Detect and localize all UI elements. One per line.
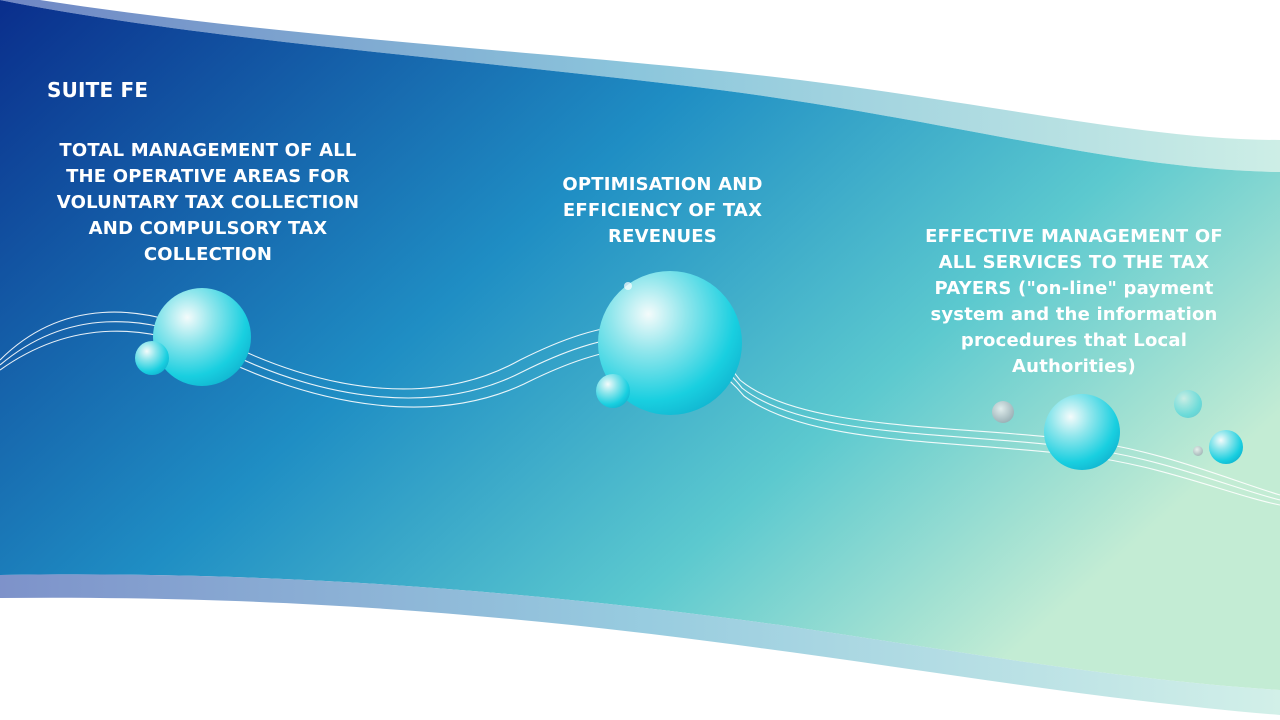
sphere-large-2: [598, 271, 742, 415]
text-block-services: EFFECTIVE MANAGEMENT OF ALL SERVICES TO …: [888, 224, 1260, 380]
text-line: EFFICIENCY OF TAX: [562, 200, 763, 221]
sphere-grey-1: [992, 401, 1014, 423]
top-edge-highlight: [0, 0, 1280, 172]
text-block-optimisation: OPTIMISATION AND EFFICIENCY OF TAX REVEN…: [530, 172, 795, 250]
text-line: COLLECTION: [143, 244, 273, 265]
text-line: TOTAL MANAGEMENT OF ALL: [59, 140, 357, 161]
bottom-edge-highlight: [0, 574, 1280, 715]
brand-title: SUITE FE: [47, 78, 149, 102]
text-line: REVENUES: [608, 226, 717, 247]
text-line: OPTIMISATION AND: [562, 174, 763, 195]
sphere-glint: [624, 282, 632, 290]
sphere-large-3: [1044, 394, 1120, 470]
text-block-collection: TOTAL MANAGEMENT OF ALL THE OPERATIVE AR…: [20, 138, 396, 268]
text-line: VOLUNTARY TAX COLLECTION: [56, 192, 360, 213]
text-line: PAYERS ("on-line" payment: [934, 278, 1214, 299]
spheres: [135, 271, 1243, 470]
sphere-small-2: [596, 374, 630, 408]
text-line: procedures that Local: [960, 330, 1188, 351]
text-line: system and the information: [930, 304, 1218, 325]
text-line: AND COMPULSORY TAX: [88, 218, 328, 239]
sphere-large-1: [153, 288, 251, 386]
sphere-small-3: [1209, 430, 1243, 464]
sphere-small-1: [135, 341, 169, 375]
sphere-faint-1: [1174, 390, 1202, 418]
text-line: Authorities): [1012, 356, 1136, 377]
text-line: THE OPERATIVE AREAS FOR: [66, 166, 350, 187]
sphere-grey-2: [1193, 446, 1203, 456]
text-line: ALL SERVICES TO THE TAX: [938, 252, 1210, 273]
text-line: EFFECTIVE MANAGEMENT OF: [925, 226, 1223, 247]
